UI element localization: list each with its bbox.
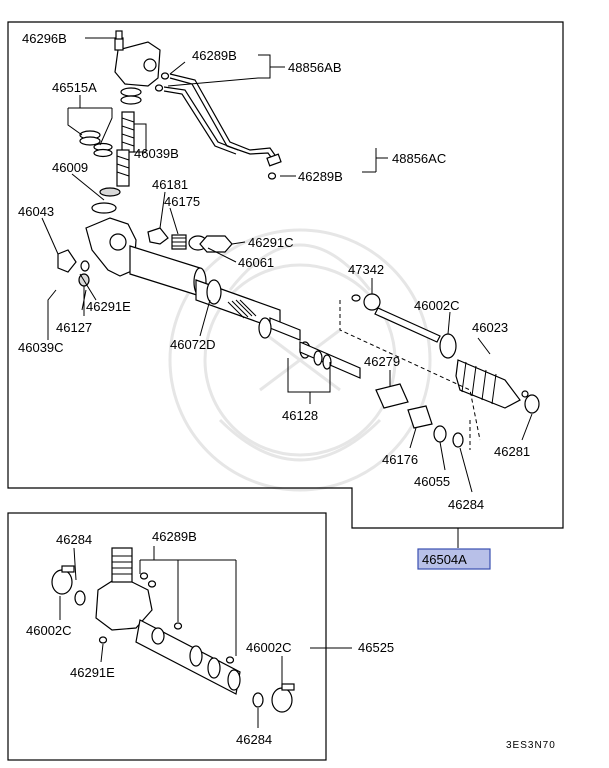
- lower-housing-46525: [95, 547, 241, 695]
- bushing-46176: [407, 405, 433, 429]
- snap-ring-46055: [433, 425, 447, 443]
- label-46002C-lower-left[interactable]: 46002C: [26, 623, 72, 638]
- label-46291E-upper[interactable]: 46291E: [86, 299, 131, 314]
- rack-bar-46128: [258, 317, 361, 379]
- bushing-46181: [147, 227, 169, 245]
- clamp-46002C: [439, 333, 457, 359]
- labels-lower: 46284 46289B 46002C 46291E 46002C 46525 …: [26, 529, 394, 747]
- valve-housing: [114, 30, 161, 105]
- label-46525[interactable]: 46525: [358, 640, 394, 655]
- assembly-label-text[interactable]: 46504A: [422, 552, 467, 567]
- label-46291C[interactable]: 46291C: [248, 235, 294, 250]
- label-46072D[interactable]: 46072D: [170, 337, 216, 352]
- labels-upper: 46296B 46289B 48856AB 46515A 46039B 4885…: [18, 31, 530, 512]
- label-46009[interactable]: 46009: [52, 160, 88, 175]
- label-47342[interactable]: 47342: [348, 262, 384, 277]
- label-46281[interactable]: 46281: [494, 444, 530, 459]
- label-46039C[interactable]: 46039C: [18, 340, 64, 355]
- diagram-code: 3ES3N70: [506, 740, 556, 751]
- label-46181[interactable]: 46181: [152, 177, 188, 192]
- label-46043[interactable]: 46043: [18, 204, 54, 219]
- label-46002C-upper[interactable]: 46002C: [414, 298, 460, 313]
- label-48856AC[interactable]: 48856AC: [392, 151, 446, 166]
- leader-lines: [41, 37, 533, 728]
- label-46515A[interactable]: 46515A: [52, 80, 97, 95]
- watermark-emblem: [168, 228, 432, 492]
- clamp-lower-left: [51, 565, 86, 606]
- label-46279[interactable]: 46279: [364, 354, 400, 369]
- label-46055[interactable]: 46055: [414, 474, 450, 489]
- label-46023[interactable]: 46023: [472, 320, 508, 335]
- label-46289B-lower[interactable]: 46289B: [152, 529, 197, 544]
- label-46284-upper[interactable]: 46284: [448, 497, 484, 512]
- nut-46281: [521, 390, 540, 414]
- label-46127[interactable]: 46127: [56, 320, 92, 335]
- fitting-top: [154, 72, 170, 92]
- label-46284-lower-bottom[interactable]: 46284: [236, 732, 272, 747]
- tie-rod-47342: [351, 293, 441, 343]
- assembly-frame-lower: [7, 512, 327, 761]
- label-46175[interactable]: 46175: [164, 194, 200, 209]
- rack-housing: [85, 217, 281, 331]
- dashed-group-outline: [339, 300, 481, 450]
- label-46289B-top[interactable]: 46289B: [192, 48, 237, 63]
- boot-46023: [455, 359, 521, 409]
- label-46061[interactable]: 46061: [238, 255, 274, 270]
- label-46289B-mid[interactable]: 46289B: [298, 169, 343, 184]
- clamp-lower-right: [252, 683, 295, 713]
- label-46176[interactable]: 46176: [382, 452, 418, 467]
- label-46002C-lower-right[interactable]: 46002C: [246, 640, 292, 655]
- clip-46284: [452, 432, 464, 448]
- fitting-mid: [267, 172, 277, 180]
- rack-guide-spring: [171, 234, 233, 253]
- label-46039B[interactable]: 46039B: [134, 146, 179, 161]
- assembly-frame-upper: [7, 21, 564, 529]
- pressure-pipe-48856AC: [163, 86, 282, 167]
- label-46284-lower-left[interactable]: 46284: [56, 532, 92, 547]
- pinion-shaft: [91, 111, 135, 214]
- seal-46279: [375, 383, 409, 409]
- plug-46043: [57, 249, 90, 287]
- seal-rings-46515A: [79, 130, 113, 158]
- assembly-label-46504A[interactable]: 46504A: [417, 548, 491, 570]
- lower-fittings: [98, 572, 235, 664]
- label-46296B[interactable]: 46296B: [22, 31, 67, 46]
- pressure-pipe-48856AB: [169, 73, 278, 161]
- label-48856AB[interactable]: 48856AB: [288, 60, 342, 75]
- label-46291E-lower[interactable]: 46291E: [70, 665, 115, 680]
- label-46128[interactable]: 46128: [282, 408, 318, 423]
